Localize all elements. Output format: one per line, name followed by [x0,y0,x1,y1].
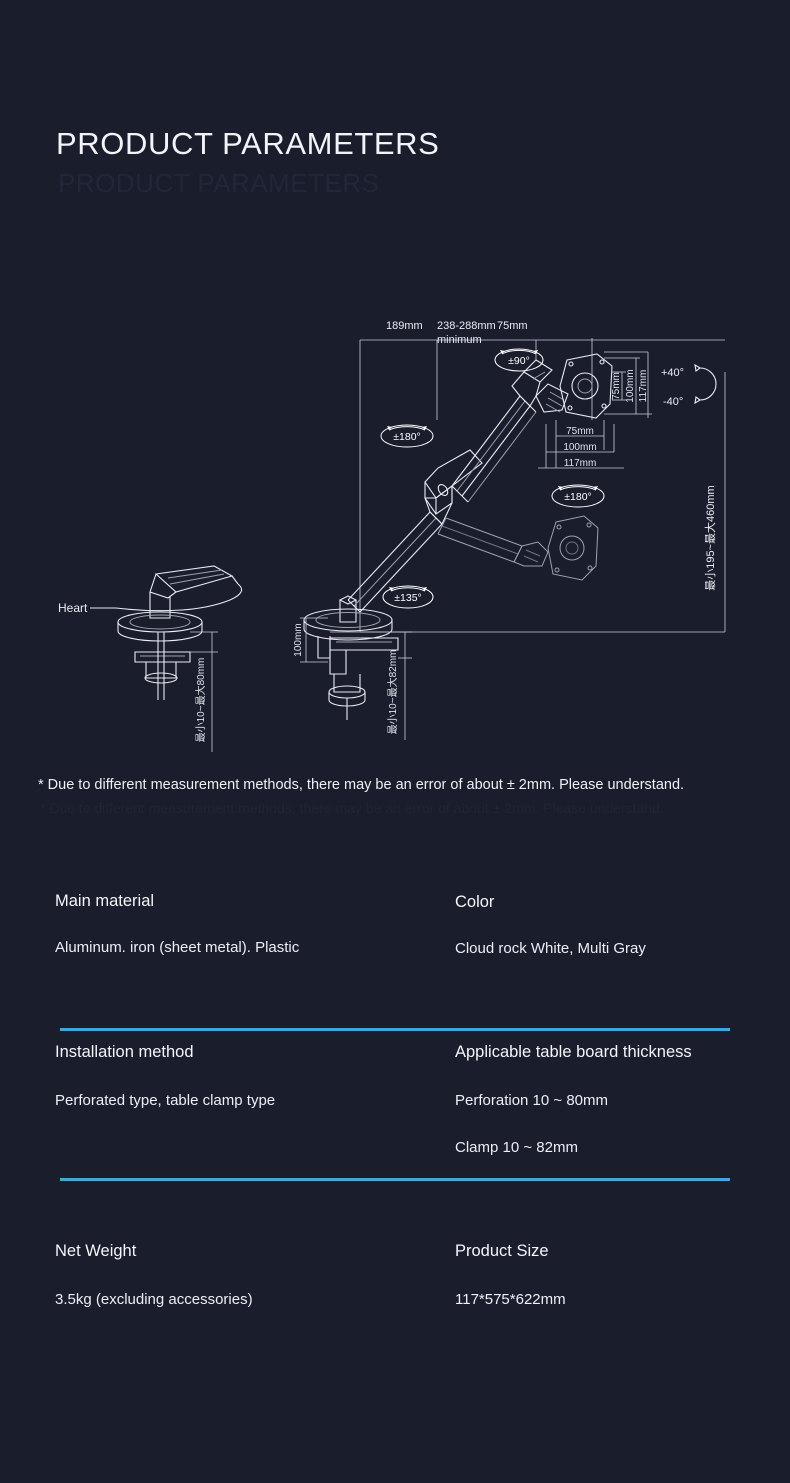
dim-238-288mm: 238-288mm [437,320,496,332]
dim-vesa-117-horizontal: 117mm [564,458,597,469]
product-dimension-diagram: 189mm 238-288mm 75mm minimum [0,300,790,760]
spec-label: Installation method [55,1043,194,1061]
spec-label: Color [455,893,495,911]
spec-value: Clamp 10 ~ 82mm [455,1139,578,1156]
dim-189mm: 189mm [386,320,423,332]
row-divider [60,1028,730,1031]
badge-rot-180-arm-label: ±180° [393,431,420,443]
tilt-angle-indicator: +40° -40° [661,363,717,408]
spec-row: Net Weight 3.5kg (excluding accessories)… [0,1218,790,1368]
spec-label: Product Size [455,1242,549,1260]
label-heart: Heart [58,601,88,615]
badge-rot-180-head-label: ±180° [564,491,591,503]
dim-minimum-word: minimum [437,334,482,346]
dim-height-range: 最小195~最大460mm [703,485,717,590]
dim-vesa-100-vertical: 100mm [625,369,636,402]
spec-value: Cloud rock White, Multi Gray [455,940,646,957]
dim-tilt-down: -40° [663,396,683,408]
spec-cell-table-board-thickness: Applicable table board thickness Perfora… [455,1043,692,1156]
spec-cell-product-size: Product Size 117*575*622mm [455,1242,566,1308]
spec-value: 3.5kg (excluding accessories) [55,1291,253,1308]
desk-clamp-mount: 100mm 最小10~最大82mm [293,608,412,740]
spec-value: Perforation 10 ~ 80mm [455,1092,608,1109]
spec-cell-net-weight: Net Weight 3.5kg (excluding accessories) [55,1242,253,1308]
spec-cell-installation-method: Installation method Perforated type, tab… [55,1043,275,1109]
badge-rot-90-label: ±90° [508,355,530,367]
spec-value: Aluminum. iron (sheet metal). Plastic [55,939,300,956]
vesa-horizontal-callouts: 75mm 100mm 117mm [538,420,624,469]
rotation-badge-180-arm: ±180° [380,424,434,448]
monitor-arm-lower-pose [338,484,599,623]
dimension-lines [359,338,726,633]
dim-vesa-75-horizontal: 75mm [566,426,594,437]
spec-value: 117*575*622mm [455,1291,566,1308]
spec-row: Installation method Perforated type, tab… [0,1018,790,1218]
spec-cell-main-material: Main material Aluminum. iron (sheet meta… [55,892,299,956]
spec-label: Applicable table board thickness [455,1043,692,1061]
dim-grommet-range: 最小10~最大80mm [194,658,207,743]
title-shadow-artifact: PRODUCT PARAMETERS [58,168,380,198]
rotation-badge-135: ±135° [382,585,434,609]
dim-vesa-100-horizontal: 100mm [563,442,596,453]
dim-clamp-100mm: 100mm [293,623,304,656]
specification-table: Main material Aluminum. iron (sheet meta… [0,868,790,1368]
rotation-badge-90: ±90° [494,348,544,372]
spec-cell-color: Color Cloud rock White, Multi Gray [455,893,646,957]
measurement-disclaimer: * Due to different measurement methods, … [38,777,685,793]
spec-value: Perforated type, table clamp type [55,1092,276,1109]
dim-clamp-range: 最小10~最大82mm [386,650,399,735]
dim-tilt-up: +40° [661,367,684,379]
monitor-arm-upper-pose [424,353,613,516]
page-title: PRODUCT PARAMETERS [56,126,440,161]
badge-rot-135-label: ±135° [394,592,421,604]
dim-vesa-117-vertical: 117mm [638,370,649,403]
disclaimer-shadow-artifact: * Due to different measurement methods, … [40,800,664,816]
spec-row: Main material Aluminum. iron (sheet meta… [0,868,790,1031]
dim-75mm-min: 75mm [497,320,528,332]
row-divider [60,1178,730,1181]
vesa-dimension-callouts: 75mm 100mm 117mm [604,351,652,418]
rotation-badge-180-head: ±180° [551,484,605,508]
dim-vesa-75-vertical: 75mm [611,372,622,400]
spec-label: Main material [55,892,155,910]
grommet-mount-detail: 最小10~最大80mm Heart [58,565,243,752]
spec-label: Net Weight [55,1242,137,1260]
